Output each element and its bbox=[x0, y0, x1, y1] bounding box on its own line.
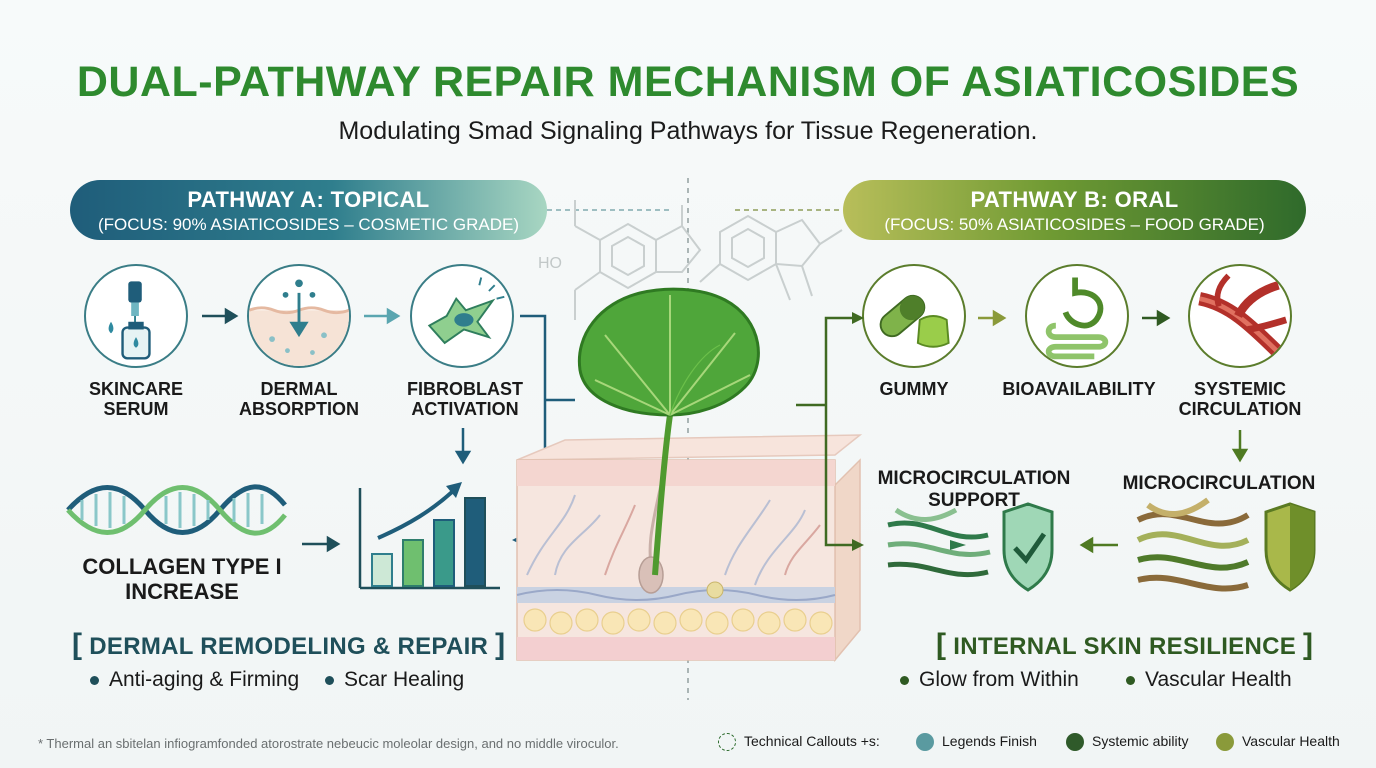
page-subtitle: Modulating Smad Signaling Pathways for T… bbox=[338, 117, 1038, 145]
outcome-a-title: DERMAL REMODELING & REPAIR bbox=[89, 633, 489, 660]
legend-swatch bbox=[916, 733, 934, 752]
chart-bar-3 bbox=[433, 519, 455, 587]
outcome-b-title: INTERNAL SKIN RESILIENCE bbox=[953, 633, 1297, 660]
collagen-bar-chart-icon bbox=[358, 482, 500, 590]
bullet-dot bbox=[325, 675, 334, 685]
legend-item-systemic: Systemic ability bbox=[1066, 733, 1188, 752]
microcirculation-label: MICROCIRCULATION bbox=[1122, 473, 1316, 494]
bullet-dot bbox=[90, 675, 99, 685]
chart-bar-4 bbox=[464, 497, 486, 587]
flow-arrow-icon bbox=[950, 540, 966, 550]
pathway-b-title: PATHWAY B: ORAL bbox=[970, 187, 1179, 212]
arrow-a2 bbox=[364, 307, 401, 325]
bracket-connector-b bbox=[824, 316, 853, 547]
bracket-arrow-b-top bbox=[852, 312, 864, 324]
step-b2-label: BIOAVAILABILITY bbox=[1002, 379, 1156, 399]
arrow-a1 bbox=[202, 307, 239, 325]
pathway-b-banner: PATHWAY B: ORAL (FOCUS: 50% ASIATICOSIDE… bbox=[843, 180, 1306, 240]
fibroblast-cell-icon bbox=[410, 264, 514, 368]
bullet-b2: Vascular Health bbox=[1126, 668, 1292, 692]
pathway-b-outcome: [ INTERNAL SKIN RESILIENCE ] bbox=[936, 628, 1313, 662]
bullet-dot bbox=[1126, 675, 1135, 685]
serum-dropper-icon bbox=[84, 264, 188, 368]
vascular-shield-icon bbox=[1264, 502, 1316, 592]
bullet-a2: Scar Healing bbox=[325, 668, 464, 692]
support-fibers-icon bbox=[887, 507, 991, 578]
pathway-a-focus: (FOCUS: 90% ASIATICOSIDES – COSMETIC GRA… bbox=[98, 215, 519, 234]
legend-swatch bbox=[718, 733, 736, 752]
legend-item-legends: Legends Finish bbox=[916, 733, 1037, 752]
digestive-system-icon bbox=[1025, 264, 1129, 368]
bullet-a1: Anti-aging & Firming bbox=[90, 668, 299, 692]
dna-helix-icon bbox=[66, 484, 287, 536]
chart-trend-arrow bbox=[377, 490, 454, 540]
bullet-dot bbox=[900, 675, 909, 685]
footnote: * Thermal an sbitelan infiogramfonded at… bbox=[38, 736, 619, 751]
collagen-label: COLLAGEN TYPE I INCREASE bbox=[82, 554, 282, 604]
bracket-arrow-b-bottom bbox=[852, 539, 864, 551]
molecule-structure-right bbox=[699, 214, 843, 301]
arrow-a4 bbox=[302, 535, 341, 553]
pathway-b-focus: (FOCUS: 50% ASIATICOSIDES – FOOD GRADE) bbox=[884, 215, 1265, 234]
pathway-a-banner: PATHWAY A: TOPICAL (FOCUS: 90% ASIATICOS… bbox=[70, 180, 547, 240]
molecule-structure-left bbox=[574, 200, 702, 320]
outcome-b-open-bracket: [ bbox=[936, 628, 947, 661]
page-title: DUAL-PATHWAY REPAIR MECHANISM OF ASIATIC… bbox=[76, 58, 1300, 106]
pathway-b-graphics bbox=[796, 309, 1316, 592]
pathway-a-outcome: [ DERMAL REMODELING & REPAIR ] bbox=[72, 628, 505, 662]
chart-bar-2 bbox=[402, 539, 424, 587]
protection-shield-check-icon bbox=[1002, 502, 1054, 592]
legend-item-vascular: Vascular Health bbox=[1216, 733, 1340, 752]
outcome-a-close-bracket: ] bbox=[495, 628, 506, 661]
legend-swatch bbox=[1066, 733, 1084, 752]
arrow-b1 bbox=[978, 309, 1007, 327]
centella-leaf-skin-illustration bbox=[516, 287, 863, 663]
outcome-a-open-bracket: [ bbox=[72, 628, 83, 661]
blood-vessel-icon bbox=[1188, 264, 1292, 368]
capsule-gummy-icon bbox=[862, 264, 966, 368]
step-b1-label: GUMMY bbox=[879, 379, 949, 399]
legend-item-callouts: Technical Callouts +s: bbox=[718, 733, 880, 752]
arrow-a3 bbox=[454, 428, 472, 465]
arrow-b2 bbox=[1142, 309, 1171, 327]
microcirculation-fibers-icon bbox=[1136, 497, 1250, 592]
microcirculation-support-label: MICROCIRCULATION SUPPORT bbox=[877, 468, 1071, 511]
molecule-label: HO bbox=[538, 255, 562, 272]
legend-swatch bbox=[1216, 733, 1234, 752]
pathway-a-graphics bbox=[66, 307, 575, 590]
bullet-b1: Glow from Within bbox=[900, 668, 1079, 692]
chart-bar-1 bbox=[371, 553, 393, 587]
arrow-b4 bbox=[1079, 536, 1118, 554]
pathway-a-title: PATHWAY A: TOPICAL bbox=[187, 187, 430, 212]
arrow-b3 bbox=[1231, 430, 1249, 463]
outcome-b-close-bracket: ] bbox=[1303, 628, 1314, 661]
